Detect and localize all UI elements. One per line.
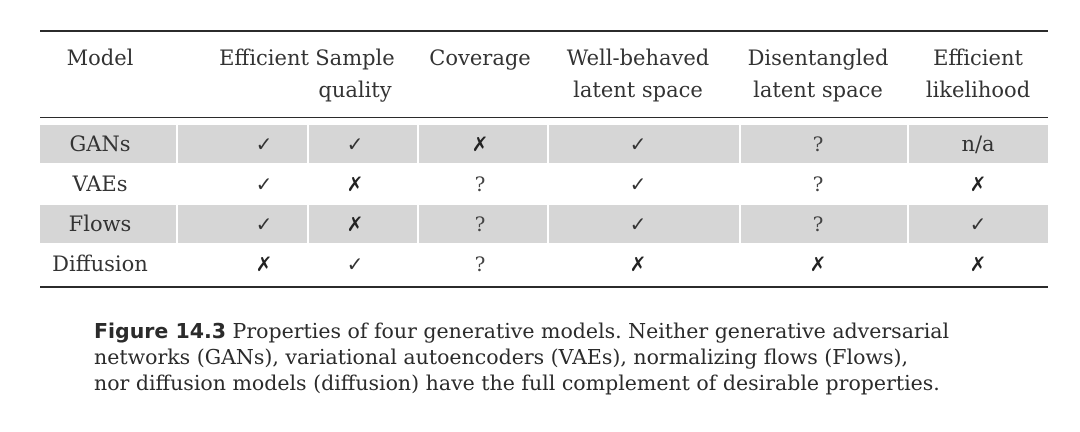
column-header-line: quality bbox=[318, 78, 392, 102]
figure-caption: Figure 14.3 Properties of four generativ… bbox=[94, 318, 1004, 396]
table-cell: ✗ bbox=[553, 245, 723, 283]
check-icon: ✓ bbox=[346, 252, 364, 276]
caption-text: Properties of four generative models. Ne… bbox=[226, 319, 950, 343]
table-cell: ? bbox=[733, 165, 903, 203]
cross-icon: ✗ bbox=[346, 212, 364, 236]
model-name: GANs bbox=[69, 132, 131, 156]
unknown-mark: ? bbox=[812, 212, 824, 236]
cell-separator bbox=[417, 205, 419, 243]
unknown-mark: ? bbox=[474, 212, 486, 236]
table-cell: ? bbox=[420, 165, 540, 203]
check-icon: ✓ bbox=[255, 132, 273, 156]
cell-separator bbox=[176, 125, 178, 163]
caption-line: nor diffusion models (diffusion) have th… bbox=[94, 371, 940, 395]
table-row: Flows ✓ ✗? ✓? ✓ bbox=[40, 205, 1048, 243]
cell-separator bbox=[417, 125, 419, 163]
table-cell: n/a bbox=[908, 125, 1048, 163]
table-cell: ✓ bbox=[553, 205, 723, 243]
table-cell: ✓ bbox=[305, 125, 405, 163]
table-cell: ? bbox=[420, 245, 540, 283]
unknown-mark: ? bbox=[474, 172, 486, 196]
column-header-line: latent space bbox=[573, 78, 703, 102]
cell-separator bbox=[547, 205, 549, 243]
table-bottom-rule bbox=[40, 286, 1048, 288]
table-cell: ? bbox=[733, 125, 903, 163]
unknown-mark: ? bbox=[812, 172, 824, 196]
column-header-line: Disentangled bbox=[747, 46, 889, 70]
column-header: Model bbox=[40, 42, 160, 108]
model-name: Diffusion bbox=[52, 252, 148, 276]
cross-icon: ✗ bbox=[809, 252, 827, 276]
table-cell: ✗ bbox=[305, 165, 405, 203]
caption-line: networks (GANs), variational autoencoder… bbox=[94, 345, 909, 369]
check-icon: ✓ bbox=[346, 132, 364, 156]
column-header: Sample quality bbox=[305, 42, 405, 108]
cell-separator bbox=[547, 125, 549, 163]
table-row: GANs ✓ ✓ ✗ ✓? n/a bbox=[40, 125, 1048, 163]
column-header-line: Model bbox=[66, 46, 134, 70]
column-header-line: Well-behaved bbox=[566, 46, 710, 70]
cell-separator bbox=[907, 205, 909, 243]
column-header-line: Coverage bbox=[429, 46, 531, 70]
table-cell: ✗ bbox=[908, 245, 1048, 283]
model-name: VAEs bbox=[72, 172, 128, 196]
table-cell: ? bbox=[420, 205, 540, 243]
column-header: Coverage bbox=[420, 42, 540, 108]
unknown-mark: ? bbox=[812, 132, 824, 156]
table-cell: ✗ bbox=[908, 165, 1048, 203]
check-icon: ✓ bbox=[255, 172, 273, 196]
unknown-mark: ? bbox=[474, 252, 486, 276]
column-header-line: likelihood bbox=[925, 78, 1031, 102]
check-icon: ✓ bbox=[629, 132, 647, 156]
column-header-line: Sample bbox=[315, 46, 395, 70]
table-cell: ? bbox=[733, 205, 903, 243]
cell-separator bbox=[176, 205, 178, 243]
table-row: Diffusion ✗ ✓? ✗ ✗ ✗ bbox=[40, 245, 1048, 283]
model-name: Flows bbox=[68, 212, 132, 236]
caption-line: Figure 14.3 Properties of four generativ… bbox=[94, 318, 1004, 344]
column-header-line: latent space bbox=[753, 78, 883, 102]
table-cell: ✓ bbox=[209, 165, 319, 203]
cell-separator bbox=[307, 125, 309, 163]
table-cell: ✗ bbox=[420, 125, 540, 163]
column-header: Efficient bbox=[209, 42, 319, 108]
table-cell: ✓ bbox=[209, 125, 319, 163]
cell-separator bbox=[307, 205, 309, 243]
cell-separator bbox=[739, 125, 741, 163]
column-header-line: Efficient bbox=[933, 46, 1023, 70]
cross-icon: ✗ bbox=[471, 132, 489, 156]
table-cell: ✗ bbox=[305, 205, 405, 243]
column-header: Well-behaved latent space bbox=[553, 42, 723, 108]
table-row: VAEs ✓ ✗? ✓? ✗ bbox=[40, 165, 1048, 203]
column-header-line: Efficient bbox=[219, 46, 309, 70]
cross-icon: ✗ bbox=[969, 252, 987, 276]
table-cell: ✓ bbox=[553, 165, 723, 203]
column-header: Disentangled latent space bbox=[733, 42, 903, 108]
check-icon: ✓ bbox=[969, 212, 987, 236]
cell-separator bbox=[907, 125, 909, 163]
table-cell: ✓ bbox=[908, 205, 1048, 243]
check-icon: ✓ bbox=[255, 212, 273, 236]
cross-icon: ✗ bbox=[629, 252, 647, 276]
table-header-rule bbox=[40, 117, 1048, 118]
cross-icon: ✗ bbox=[255, 252, 273, 276]
column-header: Efficient likelihood bbox=[908, 42, 1048, 108]
cross-icon: ✗ bbox=[969, 172, 987, 196]
cell-value: n/a bbox=[961, 132, 995, 156]
table-cell: ✗ bbox=[209, 245, 319, 283]
table-top-rule bbox=[40, 30, 1048, 32]
table-cell: ✓ bbox=[553, 125, 723, 163]
cross-icon: ✗ bbox=[346, 172, 364, 196]
table-cell: ✓ bbox=[305, 245, 405, 283]
check-icon: ✓ bbox=[629, 212, 647, 236]
table-cell: ✗ bbox=[733, 245, 903, 283]
table-cell: ✓ bbox=[209, 205, 319, 243]
cell-separator bbox=[739, 205, 741, 243]
check-icon: ✓ bbox=[629, 172, 647, 196]
caption-label: Figure 14.3 bbox=[94, 319, 227, 343]
